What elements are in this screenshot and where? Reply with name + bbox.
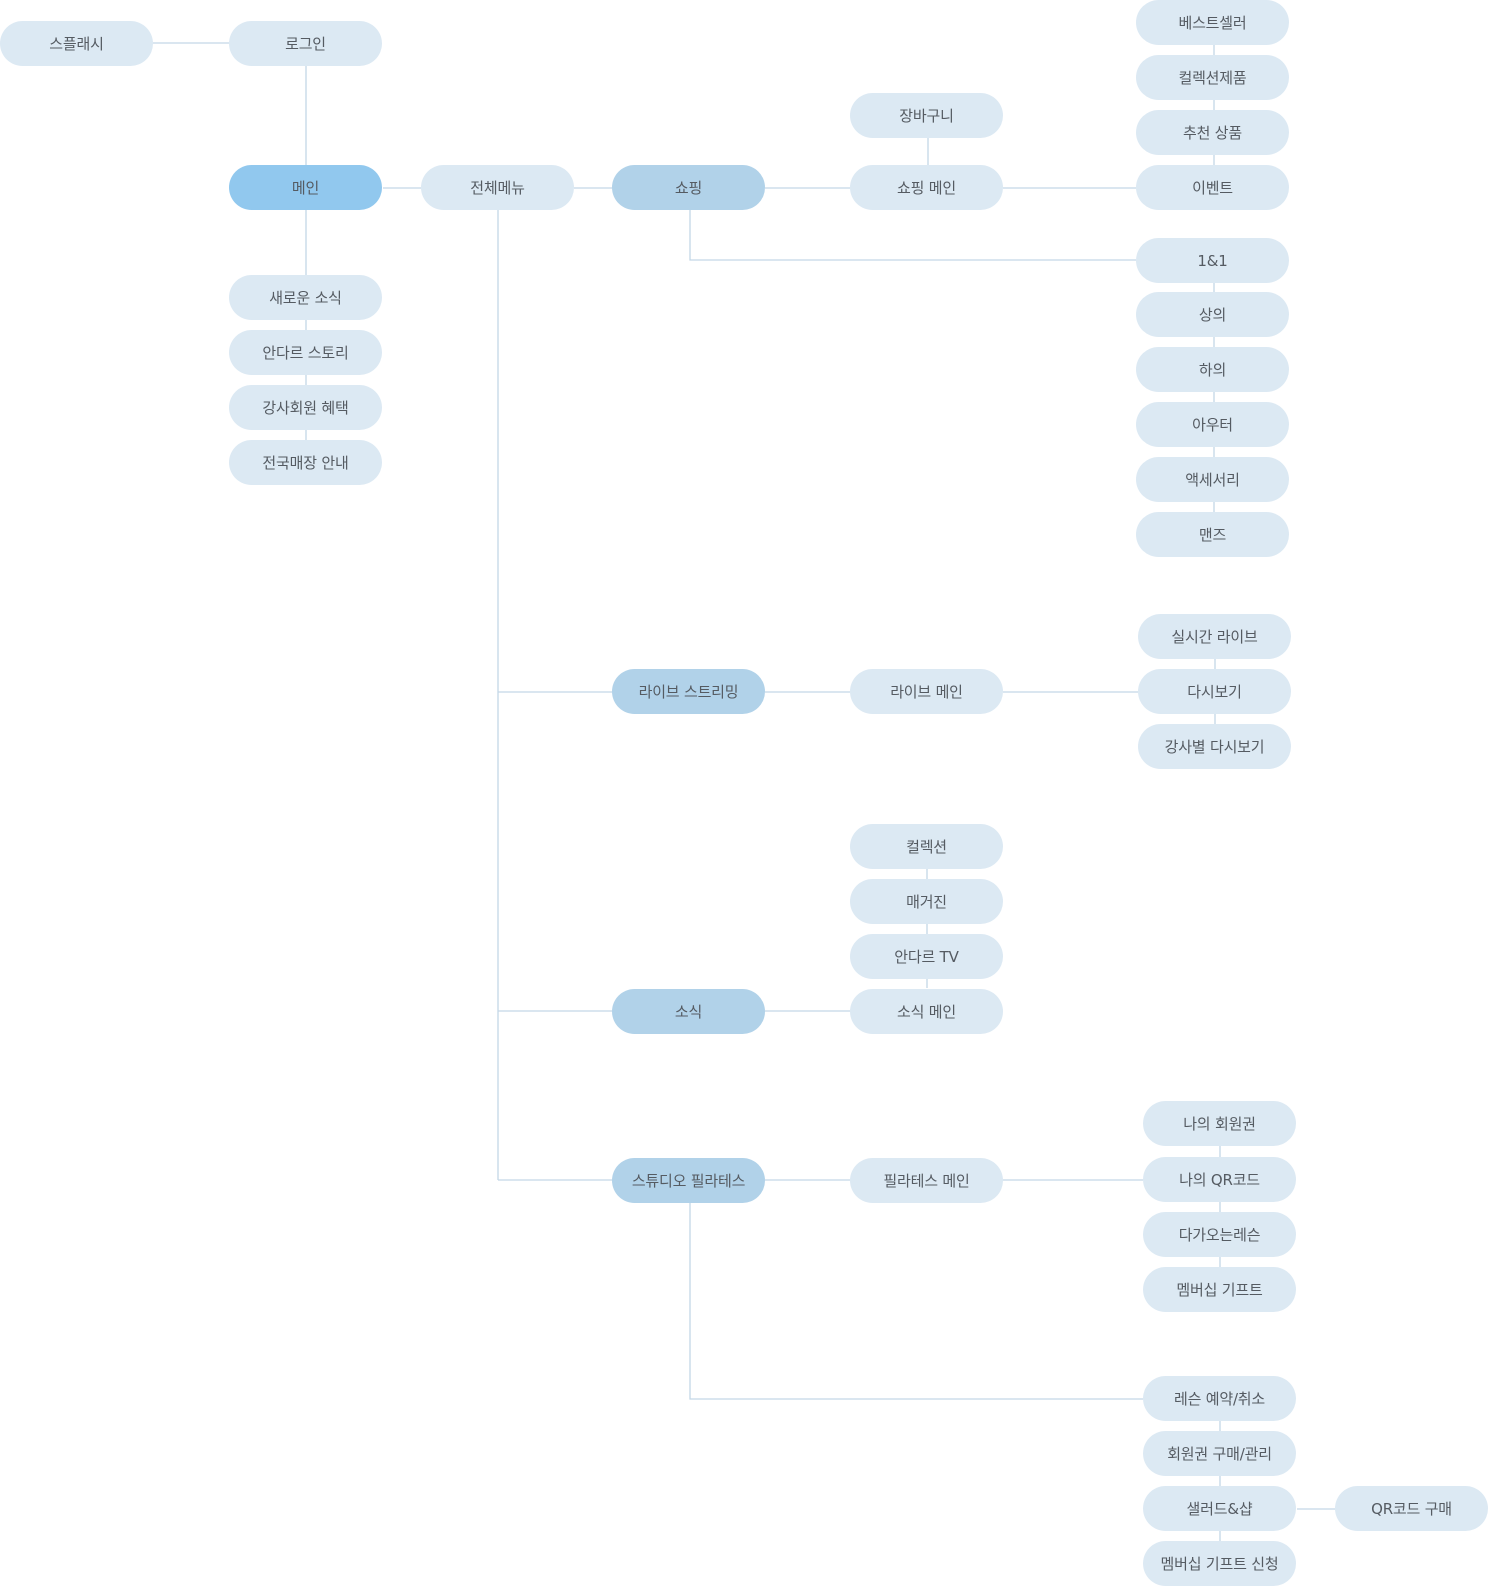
node-live-streaming[interactable]: 라이브 스트리밍: [612, 669, 765, 714]
node-membership-gift-request[interactable]: 멤버십 기프트 신청: [1143, 1541, 1296, 1586]
node-news-magazine[interactable]: 매거진: [850, 879, 1003, 924]
node-studio-pilates[interactable]: 스튜디오 필라테스: [612, 1158, 765, 1203]
node-category-bottoms[interactable]: 하의: [1136, 347, 1289, 392]
node-main[interactable]: 메인: [229, 165, 382, 210]
node-my-membership[interactable]: 나의 회원권: [1143, 1101, 1296, 1146]
node-all-menu[interactable]: 전체메뉴: [421, 165, 574, 210]
node-news-main[interactable]: 소식 메인: [850, 989, 1003, 1034]
node-membership-purchase[interactable]: 회원권 구매/관리: [1143, 1431, 1296, 1476]
node-main-news[interactable]: 새로운 소식: [229, 275, 382, 320]
node-live-realtime[interactable]: 실시간 라이브: [1138, 614, 1291, 659]
node-recommended[interactable]: 추천 상품: [1136, 110, 1289, 155]
node-lesson-booking[interactable]: 레슨 예약/취소: [1143, 1376, 1296, 1421]
node-main-instructor-benefits[interactable]: 강사회원 혜택: [229, 385, 382, 430]
node-upcoming-lesson[interactable]: 다가오는레슨: [1143, 1212, 1296, 1257]
node-bestseller[interactable]: 베스트셀러: [1136, 0, 1289, 45]
node-collection-products[interactable]: 컬렉션제품: [1136, 55, 1289, 100]
node-news-collection[interactable]: 컬렉션: [850, 824, 1003, 869]
node-shopping-main[interactable]: 쇼핑 메인: [850, 165, 1003, 210]
node-category-mens[interactable]: 맨즈: [1136, 512, 1289, 557]
node-main-story[interactable]: 안다르 스토리: [229, 330, 382, 375]
node-my-qr-code[interactable]: 나의 QR코드: [1143, 1157, 1296, 1202]
node-category-outer[interactable]: 아우터: [1136, 402, 1289, 447]
node-shopping[interactable]: 쇼핑: [612, 165, 765, 210]
node-salad-shop[interactable]: 샐러드&샵: [1143, 1486, 1296, 1531]
node-event[interactable]: 이벤트: [1136, 165, 1289, 210]
node-membership-gift[interactable]: 멤버십 기프트: [1143, 1267, 1296, 1312]
node-main-store-guide[interactable]: 전국매장 안내: [229, 440, 382, 485]
node-live-replay[interactable]: 다시보기: [1138, 669, 1291, 714]
node-login[interactable]: 로그인: [229, 21, 382, 66]
node-live-instructor-replay[interactable]: 강사별 다시보기: [1138, 724, 1291, 769]
node-pilates-main[interactable]: 필라테스 메인: [850, 1158, 1003, 1203]
node-qr-purchase[interactable]: QR코드 구매: [1335, 1486, 1488, 1531]
node-live-main[interactable]: 라이브 메인: [850, 669, 1003, 714]
node-cart[interactable]: 장바구니: [850, 93, 1003, 138]
node-category-1and1[interactable]: 1&1: [1136, 238, 1289, 283]
node-category-tops[interactable]: 상의: [1136, 292, 1289, 337]
node-category-accessory[interactable]: 액세서리: [1136, 457, 1289, 502]
node-splash[interactable]: 스플래시: [0, 21, 153, 66]
node-news[interactable]: 소식: [612, 989, 765, 1034]
node-news-tv[interactable]: 안다르 TV: [850, 934, 1003, 979]
